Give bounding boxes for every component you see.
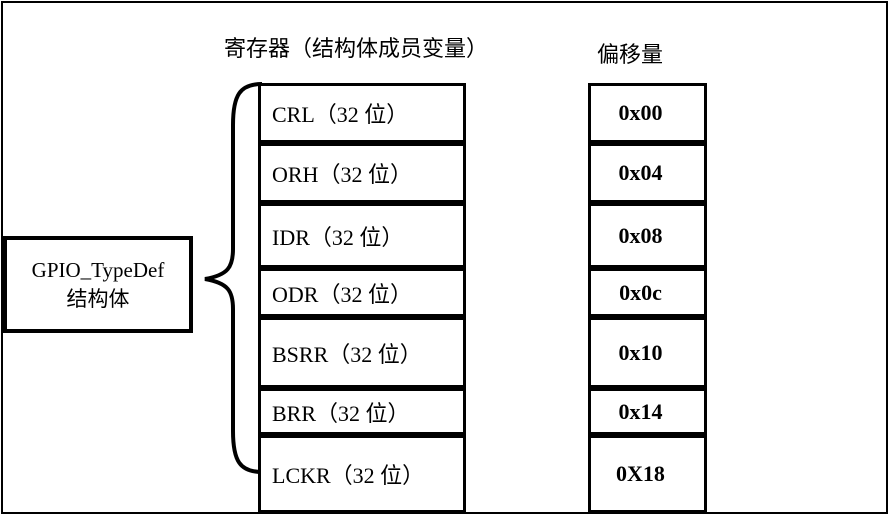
offsets-column-title: 偏移量 [597, 42, 664, 67]
register-label: LCKR（32 位） [272, 463, 425, 488]
struct-type: 结构体 [66, 286, 130, 311]
offset-row: 0x00 [588, 83, 707, 143]
offset-row: 0x08 [588, 203, 707, 268]
offset-label: 0X18 [616, 461, 665, 486]
register-row: CRL（32 位） [258, 83, 466, 143]
register-row: LCKR（32 位） [258, 435, 466, 513]
register-label: BRR（32 位） [272, 400, 410, 426]
struct-name: GPIO_TypeDef [31, 257, 165, 282]
offset-row: 0x0c [588, 268, 707, 317]
offset-row: 0X18 [588, 435, 707, 513]
offset-label: 0x14 [618, 398, 663, 424]
register-row: ODR（32 位） [258, 268, 466, 317]
offset-row: 0x14 [588, 388, 707, 435]
register-row: IDR（32 位） [258, 203, 466, 268]
left-curly-brace-icon [204, 82, 263, 474]
offset-row: 0x04 [588, 143, 707, 203]
register-row: BSRR（32 位） [258, 317, 466, 388]
offset-label: 0x10 [618, 339, 663, 365]
offset-label: 0x08 [618, 222, 663, 248]
offset-label: 0x04 [618, 160, 663, 185]
offset-label: 0x00 [618, 100, 663, 125]
offset-column: 0x00 0x04 0x08 0x0c 0x10 0x14 0X18 [588, 83, 707, 513]
offset-row: 0x10 [588, 317, 707, 388]
register-label: ODR（32 位） [272, 281, 412, 307]
register-label: BSRR（32 位） [272, 341, 422, 367]
register-row: ORH（32 位） [258, 143, 466, 203]
register-column: CRL（32 位） ORH（32 位） IDR（32 位） ODR（32 位） … [258, 83, 466, 513]
offset-label: 0x0c [619, 279, 662, 305]
registers-column-title: 寄存器（结构体成员变量） [224, 36, 489, 61]
register-label: IDR（32 位） [272, 224, 404, 250]
register-label: ORH（32 位） [272, 162, 412, 187]
register-label: CRL（32 位） [272, 102, 409, 127]
register-row: BRR（32 位） [258, 388, 466, 435]
gpio-typedef-struct-box: GPIO_TypeDef 结构体 [3, 236, 193, 333]
